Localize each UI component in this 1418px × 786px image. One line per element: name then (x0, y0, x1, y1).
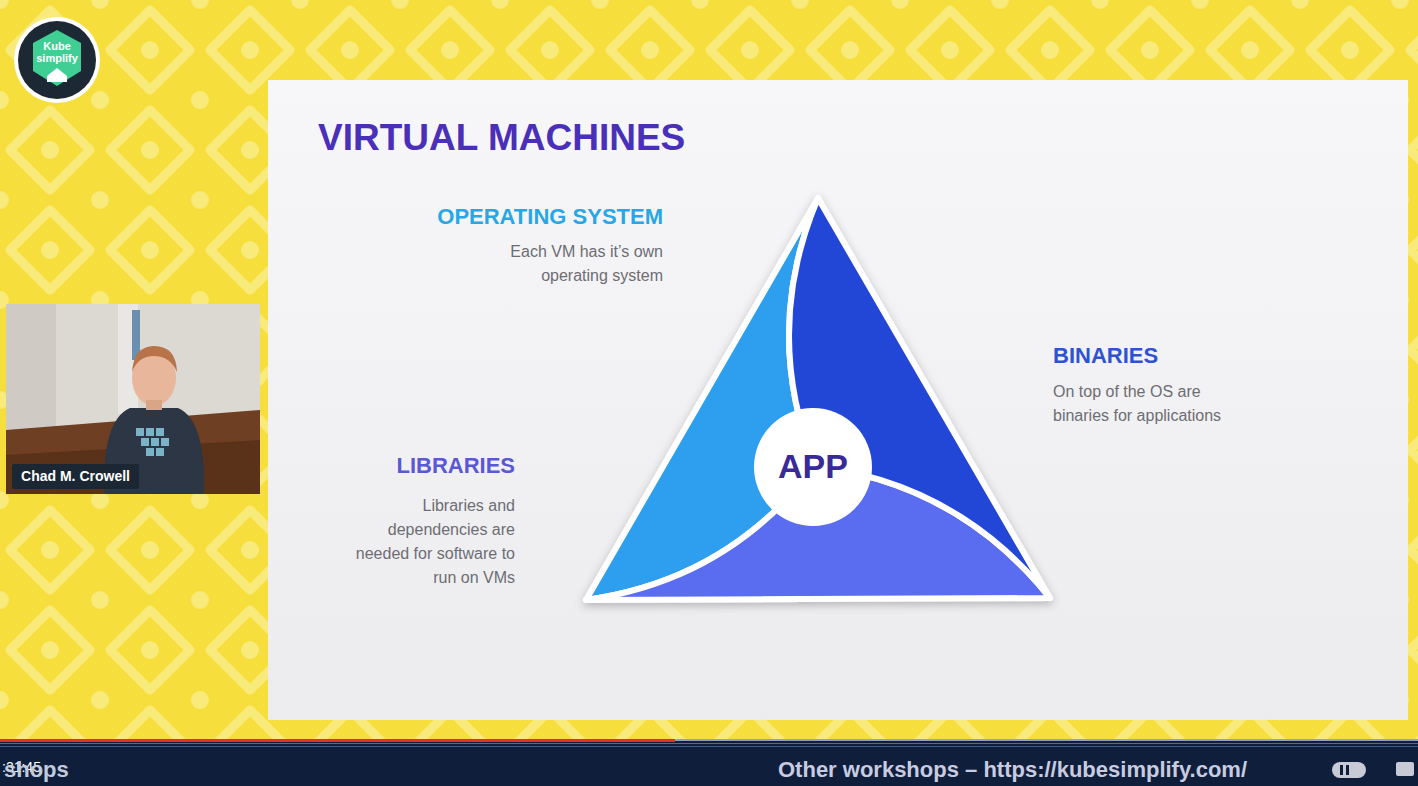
webcam-feed (6, 304, 260, 494)
section-heading: LIBRARIES (315, 453, 515, 479)
scrolling-ticker: shops (4, 757, 69, 783)
video-controls-bar (0, 739, 1418, 786)
section-description: Each VM has it’s own operating system (478, 240, 663, 288)
scrolling-ticker: Other workshops – https://kubesimplify.c… (778, 757, 1247, 783)
slide-panel (268, 80, 1408, 720)
section-description: Libraries and dependencies are needed fo… (353, 494, 515, 590)
triangle-segment (789, 198, 1050, 598)
section-heading: BINARIES (1053, 343, 1253, 369)
patterned-background (0, 0, 1418, 740)
logo-text: Kube simplify (32, 41, 82, 64)
section-description: On top of the OS are binaries for applic… (1053, 380, 1233, 428)
presenter-name: Chad M. Crowell (21, 469, 130, 484)
channel-logo: Kube simplify (13, 16, 101, 104)
center-label: APP (778, 448, 848, 485)
slide-title: VIRTUAL MACHINES (318, 117, 685, 159)
section-heading: OPERATING SYSTEM (343, 204, 663, 230)
name-tag: Chad M. Crowell (12, 464, 139, 489)
center-circle: APP (754, 408, 872, 526)
